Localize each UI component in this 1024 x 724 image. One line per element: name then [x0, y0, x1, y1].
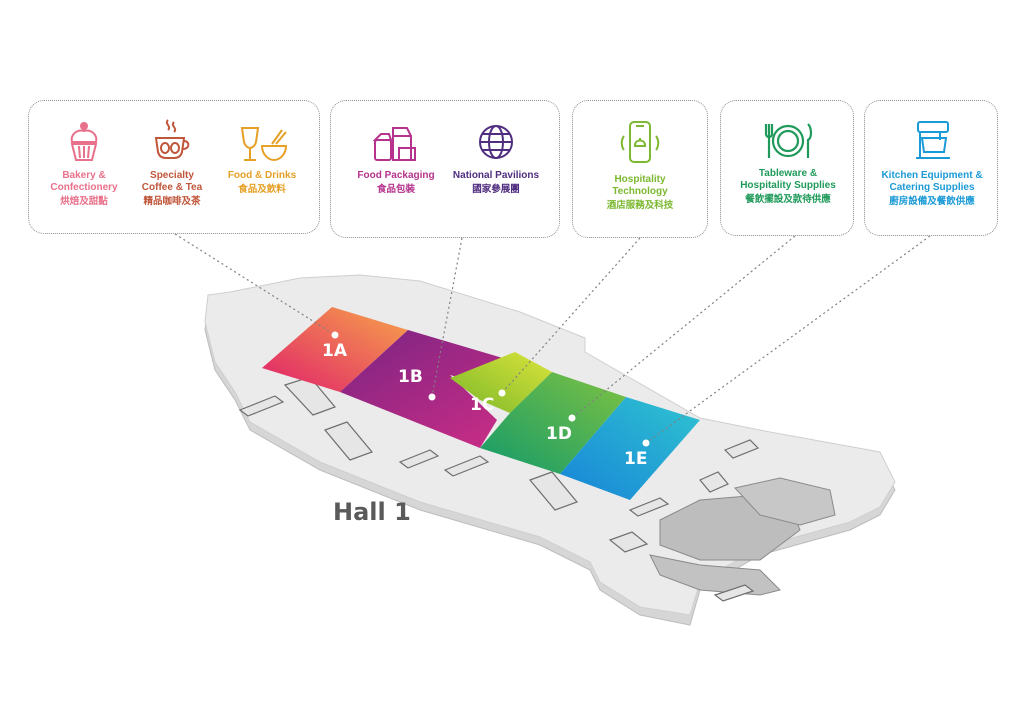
zone-label-1e: 1E: [624, 449, 647, 469]
cupcake-icon: [70, 122, 98, 161]
category-kitchen[interactable]: Kitchen Equipment &Catering Supplies 廚房設…: [870, 118, 994, 208]
zone-1c[interactable]: [450, 352, 552, 413]
category-en: Tableware &Hospitality Supplies: [740, 168, 836, 191]
category-tableware[interactable]: Tableware &Hospitality Supplies 餐飲擺設及款待供…: [730, 120, 846, 206]
connector-lines: [174, 233, 931, 444]
panel-packaging: [330, 100, 560, 238]
zone-label-1a: 1A: [322, 341, 348, 361]
category-packaging[interactable]: Food Packaging 食品包裝: [350, 122, 442, 196]
zone-label-1d: 1D: [546, 424, 572, 444]
category-zh: 食品包裝: [376, 184, 415, 195]
zone-1a[interactable]: [262, 307, 408, 392]
zone-1e[interactable]: [560, 397, 700, 500]
category-zh: 食品及飲料: [238, 184, 286, 195]
category-en: Food Packaging: [357, 170, 435, 181]
zone-label-1b: 1B: [398, 367, 423, 387]
zone-1d[interactable]: [480, 372, 626, 474]
coffee-cup-icon: [154, 119, 190, 159]
globe-icon: [479, 125, 513, 159]
zone-markers: [331, 331, 650, 447]
package-icon: [372, 127, 416, 161]
category-zh: 廚房設備及餐飲供應: [889, 196, 975, 207]
category-en: Kitchen Equipment &Catering Supplies: [881, 170, 983, 193]
glass-bowl-icon: [240, 127, 288, 162]
smartphone-icon: [620, 121, 660, 163]
category-bakery[interactable]: Bakery &Confectionery 烘焙及甜點: [44, 120, 124, 208]
category-en: Bakery &Confectionery: [50, 170, 118, 193]
category-zh: 烘焙及甜點: [60, 196, 108, 207]
category-en: Food & Drinks: [227, 170, 297, 181]
category-zh: 精品咖啡及茶: [143, 196, 201, 207]
hall-label: Hall 1: [333, 498, 411, 526]
mixer-icon: [916, 121, 950, 159]
plate-cutlery-icon: [764, 123, 813, 158]
category-zh: 餐飲擺設及款待供應: [745, 194, 831, 205]
zone-label-1c: 1C: [470, 395, 494, 415]
category-zh: 酒店服務及科技: [606, 200, 674, 211]
category-food[interactable]: Food & Drinks 食品及飲料: [222, 124, 302, 196]
panel-tableware: [720, 100, 854, 236]
category-en: National Pavilions: [452, 170, 540, 181]
category-national[interactable]: National Pavilions 國家參展團: [444, 122, 548, 196]
zones: [262, 307, 700, 500]
category-zh: 國家參展團: [472, 184, 520, 195]
